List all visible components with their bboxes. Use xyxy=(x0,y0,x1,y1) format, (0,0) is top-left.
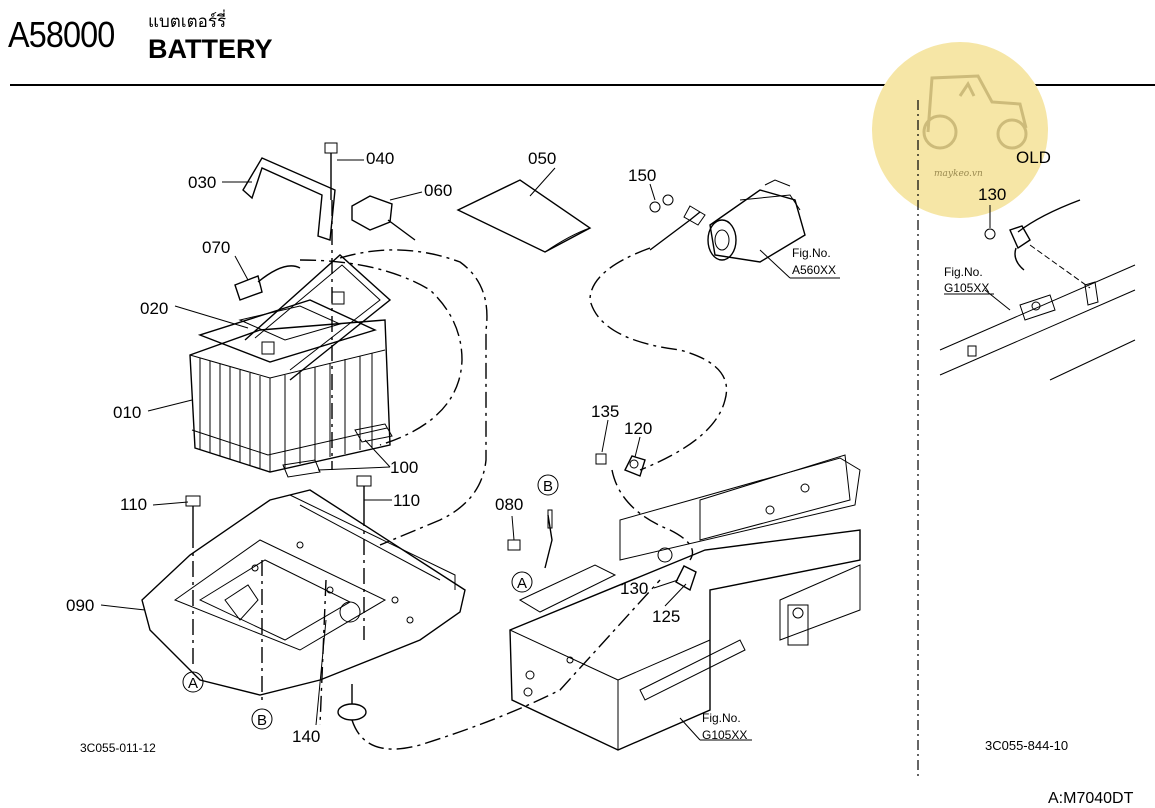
battery-tray xyxy=(141,489,466,696)
part-label-050: 050 xyxy=(528,149,556,168)
part-label-010: 010 xyxy=(113,403,141,422)
battery-bracket xyxy=(242,157,336,241)
ref-a-frame: A xyxy=(511,571,533,593)
old-clamp-drawing xyxy=(939,199,1136,381)
part-label-090: 090 xyxy=(66,596,94,615)
part-label-020: 020 xyxy=(140,299,168,318)
part-label-070: 070 xyxy=(202,238,230,257)
bolts-110 xyxy=(185,475,372,532)
fig-ref-starter-label: Fig.No. xyxy=(792,246,831,260)
part-label-030: 030 xyxy=(188,173,216,192)
battery-drawing xyxy=(189,254,393,478)
page-title: BATTERY xyxy=(148,34,273,64)
svg-text:A: A xyxy=(517,575,527,592)
catalog-code: A58000 xyxy=(8,14,115,55)
grommet-140 xyxy=(337,684,367,721)
thai-title: แบตเตอร์รี่ xyxy=(148,12,227,32)
part-label-125: 125 xyxy=(652,607,680,626)
watermark: maykeo.vn xyxy=(872,42,1048,218)
ref-b-frame: B xyxy=(537,474,559,496)
part-label-120: 120 xyxy=(624,419,652,438)
part-label-135: 135 xyxy=(591,402,619,421)
fig-ref-frame-label: Fig.No. xyxy=(702,711,741,725)
part-label-110-right: 110 xyxy=(393,491,420,510)
model-code: A:M7040DT xyxy=(1048,790,1134,807)
tractor-icon xyxy=(922,74,1028,150)
part-label-140: 140 xyxy=(292,727,320,746)
part-label-130: 130 xyxy=(620,579,648,598)
starter-motor xyxy=(649,179,806,263)
part-label-060: 060 xyxy=(424,181,452,200)
leader-lines xyxy=(100,159,1011,741)
bolt-040 xyxy=(324,142,338,200)
part-label-130-old: 130 xyxy=(978,185,1006,204)
connection-lines xyxy=(192,200,728,750)
part-label-080: 080 xyxy=(495,495,523,514)
tractor-frame xyxy=(509,454,861,751)
part-label-150: 150 xyxy=(628,166,656,185)
old-title: OLD xyxy=(1016,148,1051,167)
cover-050 xyxy=(456,179,592,253)
old-drawing-code: 3C055-844-10 xyxy=(985,738,1068,753)
fig-ref-frame-code: G105XX xyxy=(702,728,747,742)
clamps xyxy=(507,453,697,592)
terminal-060 xyxy=(351,195,416,241)
part-label-110-left: 110 xyxy=(120,495,147,514)
header-rule xyxy=(10,84,1155,86)
watermark-text: maykeo.vn xyxy=(934,169,983,179)
svg-text:A: A xyxy=(188,675,198,692)
svg-text:B: B xyxy=(257,712,267,729)
drawing-code: 3C055-011-12 xyxy=(80,741,156,755)
part-label-040: 040 xyxy=(366,149,394,168)
ref-b-tray: B xyxy=(251,708,273,730)
ref-a-tray: A xyxy=(182,671,204,693)
watermark-circle xyxy=(872,42,1048,218)
svg-text:B: B xyxy=(543,478,553,495)
nut-150 xyxy=(649,194,674,213)
fig-ref-old-label: Fig.No. xyxy=(944,265,983,279)
fig-ref-starter-code: A560XX xyxy=(792,263,836,277)
fig-ref-old-code: G105XX xyxy=(944,281,989,295)
part-label-100: 100 xyxy=(390,458,418,477)
